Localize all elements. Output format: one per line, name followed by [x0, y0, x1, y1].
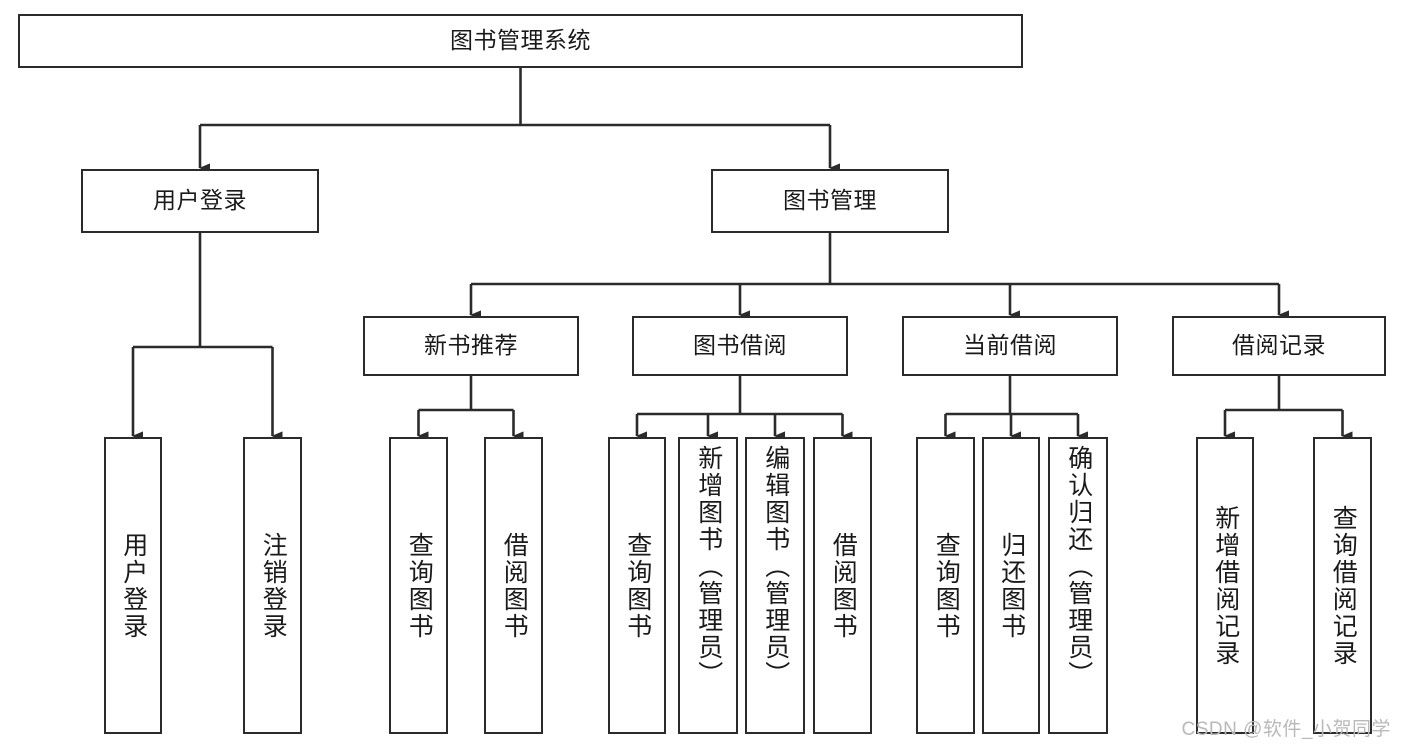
node-label: 新增图书（管理员）: [694, 445, 723, 688]
node-leaf-edit-book[interactable]: 编辑图书（管理员）: [745, 437, 805, 734]
node-book-borrow[interactable]: 图书借阅: [632, 316, 848, 376]
node-user-login[interactable]: 用户登录: [81, 169, 319, 233]
node-leaf-logout[interactable]: 注销登录: [243, 437, 302, 734]
node-borrow-record[interactable]: 借阅记录: [1172, 316, 1386, 376]
node-label: 查询图书: [623, 531, 652, 640]
node-label: 查询图书: [932, 531, 961, 640]
node-label: 确认归还（管理员）: [1064, 445, 1093, 688]
node-leaf-query-record[interactable]: 查询借阅记录: [1313, 437, 1372, 734]
node-label: 借阅图书: [829, 531, 858, 640]
node-leaf-borrow-book-2[interactable]: 借阅图书: [813, 437, 872, 734]
node-leaf-borrow-book-1[interactable]: 借阅图书: [484, 437, 543, 734]
node-leaf-query-book-2[interactable]: 查询图书: [608, 437, 666, 734]
node-label: 图书管理系统: [450, 27, 591, 54]
node-label: 新增借阅记录: [1211, 504, 1240, 667]
node-label: 归还图书: [997, 531, 1026, 640]
node-leaf-confirm-ret[interactable]: 确认归还（管理员）: [1048, 437, 1108, 734]
node-leaf-query-book-3[interactable]: 查询图书: [916, 437, 975, 734]
node-current-borrow[interactable]: 当前借阅: [902, 316, 1118, 376]
node-label: 借阅图书: [500, 531, 529, 640]
node-label: 用户登录: [153, 187, 247, 214]
node-book-manage[interactable]: 图书管理: [711, 169, 949, 233]
node-label: 图书管理: [783, 187, 877, 214]
node-label: 编辑图书（管理员）: [761, 445, 790, 688]
node-label: 图书借阅: [693, 332, 787, 359]
node-leaf-add-record[interactable]: 新增借阅记录: [1196, 437, 1254, 734]
node-label: 注销登录: [259, 531, 288, 640]
node-label: 查询图书: [405, 531, 434, 640]
node-label: 当前借阅: [963, 332, 1057, 359]
node-label: 新书推荐: [424, 332, 518, 359]
node-root[interactable]: 图书管理系统: [18, 14, 1023, 68]
node-leaf-return-book[interactable]: 归还图书: [982, 437, 1040, 734]
node-leaf-user-login[interactable]: 用户登录: [104, 437, 162, 734]
node-new-book-rec[interactable]: 新书推荐: [363, 316, 579, 376]
csdn-watermark: CSDN @软件_小贺同学: [1181, 719, 1391, 740]
node-leaf-query-book-1[interactable]: 查询图书: [389, 437, 448, 734]
node-leaf-add-book[interactable]: 新增图书（管理员）: [678, 437, 738, 734]
node-label: 用户登录: [119, 531, 148, 640]
node-label: 查询借阅记录: [1329, 504, 1358, 667]
node-label: 借阅记录: [1232, 332, 1326, 359]
